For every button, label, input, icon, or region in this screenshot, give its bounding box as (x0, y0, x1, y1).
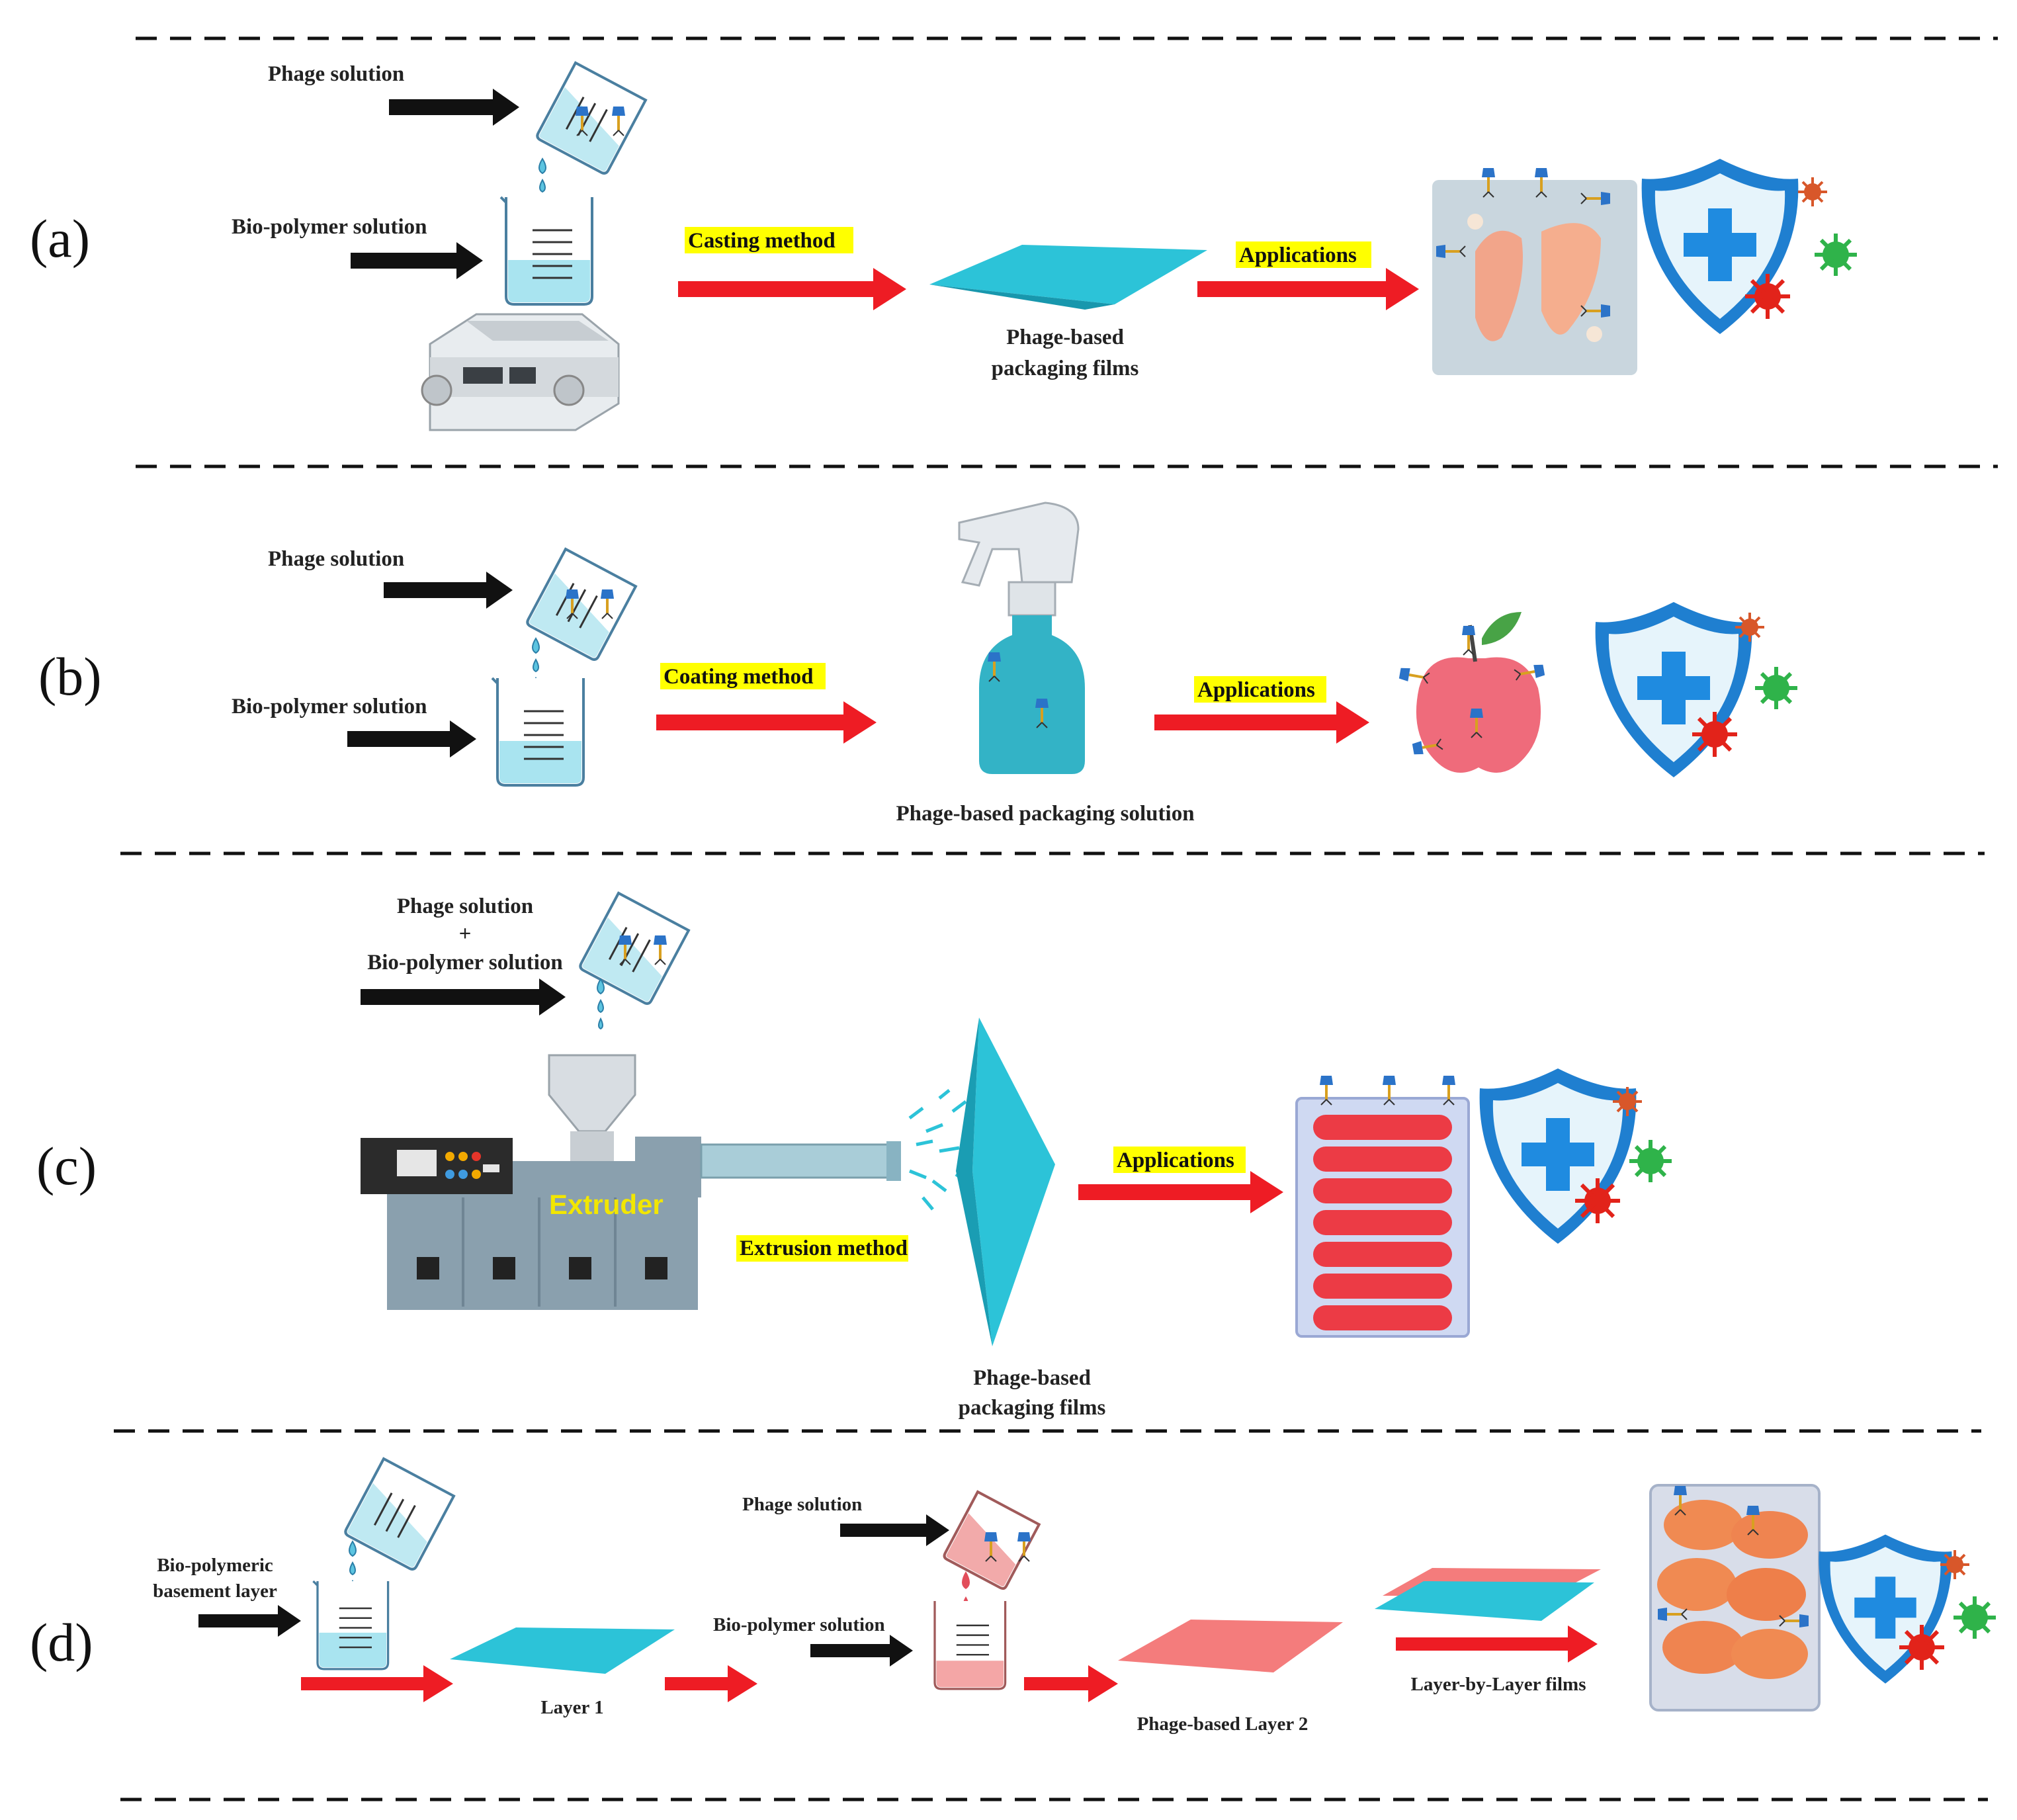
input-arrow-base-d (198, 1605, 301, 1637)
film-icon (929, 245, 1207, 304)
lbl-film-icon-bottom (1375, 1581, 1594, 1621)
biopolymer-solution-label-b: Bio-polymer solution (232, 695, 427, 718)
input-label-c-line2: Bio-polymer solution (367, 951, 563, 975)
panel-a: (a) Phage solution Bio-polymer solution … (30, 62, 1857, 431)
applications-label-b: Applications (1197, 678, 1315, 702)
drops-icon (597, 978, 605, 1029)
method-label-a: Casting method (688, 229, 836, 253)
product-label-c-line1: Phage-based (973, 1366, 1091, 1390)
phage-solution-label-d: Phage solution (742, 1494, 862, 1515)
bacteria-icon (1745, 274, 1790, 319)
panel-label-b: (b) (38, 646, 102, 707)
product-label-a-line2: packaging films (992, 357, 1139, 380)
shield-icon (1595, 602, 1752, 777)
process-arrow-b2 (1154, 701, 1369, 744)
input-arrow-phage-d (840, 1514, 949, 1546)
input-arrow-c (361, 978, 566, 1016)
phage-solution-label-a: Phage solution (268, 62, 404, 86)
tilted-beaker-icon (342, 1457, 455, 1573)
layer2-label: Phage-based Layer 2 (1137, 1713, 1309, 1735)
extruder-machine-icon (361, 1054, 901, 1310)
panel-d: (d) Bio-polymeric basement layer Layer 1… (30, 1457, 1996, 1735)
method-label-c: Extrusion method (740, 1236, 908, 1260)
bacteria-icon (1692, 712, 1737, 757)
method-highlight-b (660, 663, 826, 689)
bacteria-icon (1755, 667, 1797, 709)
hotplate-stirrer-icon (421, 313, 620, 431)
tilted-beaker-icon (534, 62, 647, 177)
process-arrow-b (656, 701, 877, 744)
sausage-tray-icon (1295, 1074, 1470, 1338)
tilted-beaker-icon (524, 548, 637, 663)
input-arrow-biopolymer-d (810, 1635, 913, 1667)
layer1-film-icon (450, 1627, 675, 1674)
method-highlight-a (685, 227, 853, 253)
bacteria-icon (1797, 176, 1828, 208)
panel-b: (b) Phage solution Bio-polymer solution … (38, 501, 1797, 826)
film-icon (956, 1018, 1055, 1346)
applications-highlight-a (1236, 241, 1371, 268)
applications-label-c: Applications (1117, 1148, 1234, 1172)
applications-highlight-c (1113, 1147, 1246, 1173)
bacteria-icon (1899, 1625, 1944, 1670)
panel-separators (114, 36, 1998, 1801)
applications-label-a: Applications (1239, 243, 1357, 267)
product-label-a-line1: Phage-based (1006, 325, 1124, 349)
method-highlight-c (736, 1235, 908, 1262)
beaker-icon (499, 196, 593, 306)
process-arrow-a2 (1197, 268, 1419, 310)
shield-icon (1479, 1068, 1637, 1244)
bacteria-icon (1815, 234, 1857, 276)
panel-label-a: (a) (30, 208, 90, 269)
input-arrow-biopolymer-b (347, 720, 476, 758)
tilted-beaker-icon (577, 892, 690, 1007)
process-arrow-d1 (301, 1665, 453, 1702)
base-label-d-line2: basement layer (153, 1581, 277, 1602)
layer2-film-icon (1118, 1620, 1343, 1672)
apple-icon (1397, 612, 1547, 773)
pink-beaker-icon (933, 1601, 1007, 1690)
lbl-films-label: Layer-by-Layer films (1411, 1674, 1586, 1695)
biopolymer-solution-label-d: Bio-polymer solution (713, 1614, 885, 1635)
shield-icon (1819, 1534, 1952, 1684)
spray-particles (908, 1089, 970, 1211)
input-label-c-plus: + (459, 922, 472, 946)
layer1-label: Layer 1 (540, 1697, 603, 1718)
chicken-pack-icon (1432, 167, 1637, 375)
chicken-pieces-pack-icon (1649, 1484, 1821, 1712)
extruder-label: Extruder (549, 1189, 664, 1220)
process-arrow-a (678, 268, 906, 310)
process-arrow-d2 (665, 1665, 757, 1702)
input-label-c-line1: Phage solution (397, 894, 533, 918)
process-arrow-c (1078, 1171, 1283, 1213)
process-arrow-d3 (1024, 1665, 1118, 1702)
panel-label-c: (c) (36, 1136, 97, 1196)
bacteria-icon (1953, 1596, 1996, 1639)
method-label-b: Coating method (664, 665, 813, 689)
spray-bottle-icon (958, 501, 1085, 774)
beaker-icon (491, 677, 585, 787)
bacteria-icon (1629, 1140, 1672, 1182)
shield-icon (1641, 159, 1799, 334)
phage-solution-label-b: Phage solution (268, 547, 404, 571)
process-arrow-d4 (1396, 1625, 1598, 1663)
applications-highlight-b (1194, 676, 1326, 703)
beaker-icon (312, 1580, 390, 1670)
panel-label-d: (d) (30, 1612, 93, 1672)
input-arrow-phage-a (389, 89, 519, 126)
product-label-b: Phage-based packaging solution (896, 802, 1194, 826)
bacteria-icon (1575, 1178, 1620, 1223)
biopolymer-solution-label-a: Bio-polymer solution (232, 215, 427, 239)
input-arrow-phage-b (384, 572, 513, 609)
panel-c: (c) Phage solution + Bio-polymer solutio… (36, 892, 1672, 1420)
product-label-c-line2: packaging films (959, 1396, 1106, 1420)
base-label-d-line1: Bio-polymeric (157, 1555, 273, 1576)
input-arrow-biopolymer-a (351, 242, 483, 279)
